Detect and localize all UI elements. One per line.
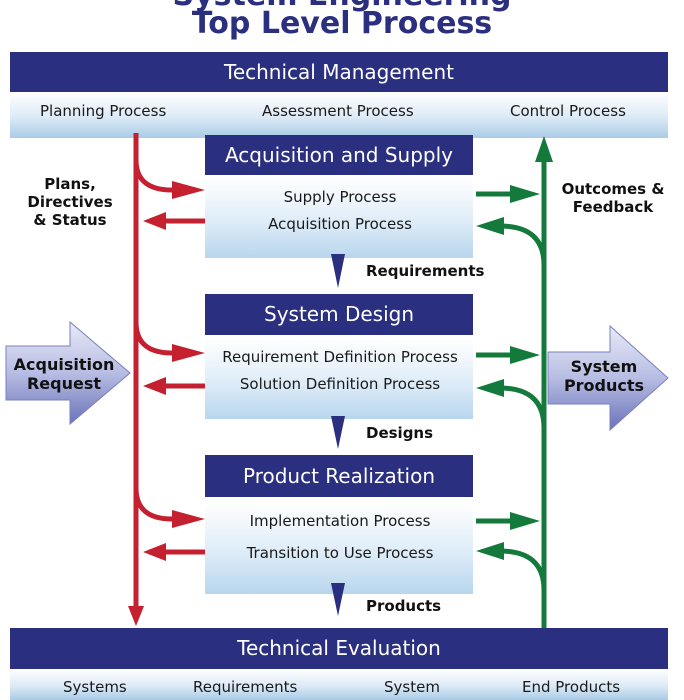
feedback-line: Feedback <box>572 198 654 216</box>
red-control-line <box>133 133 205 608</box>
evaluation-system-label: System <box>384 678 440 696</box>
plans-line: Plans, <box>44 175 96 193</box>
technical-management-label: Technical Management <box>224 60 454 84</box>
supply-process-label: Supply Process <box>283 188 397 206</box>
directives-line: Directives <box>27 193 113 211</box>
acquisition-process-label: Acquisition Process <box>268 215 412 233</box>
products-line: Products <box>563 376 645 395</box>
product-realization-label: Product Realization <box>242 464 436 488</box>
planning-process-label: Planning Process <box>40 102 167 120</box>
transition-to-use-process-label: Transition to Use Process <box>246 544 434 562</box>
assessment-process-label: Assessment Process <box>262 102 414 120</box>
title-line-1: System Engineering <box>0 0 684 13</box>
product-realization-header: Product Realization <box>205 455 473 497</box>
designs-output-label: Designs <box>366 424 434 442</box>
requirements-output-label: Requirements <box>366 262 485 280</box>
technical-evaluation-bar: Technical Evaluation <box>10 628 668 669</box>
solution-definition-process-label: Solution Definition Process <box>239 375 441 393</box>
system-design-box: Requirement Definition Process Solution … <box>205 339 473 419</box>
evaluation-requirements-label: Requirements <box>193 678 298 696</box>
technical-management-bar: Technical Management <box>10 52 668 92</box>
request-line: Request <box>26 374 102 393</box>
outcomes-feedback-label: Outcomes & Feedback <box>552 180 674 216</box>
system-products-arrow <box>547 324 669 432</box>
technical-evaluation-label: Technical Evaluation <box>237 636 441 660</box>
technical-evaluation-band <box>10 669 668 700</box>
system-design-header: System Design <box>205 294 473 335</box>
technical-management-band <box>10 92 668 138</box>
evaluation-end-products-label: End Products <box>522 678 621 696</box>
stage-pointers <box>331 254 345 616</box>
acquisition-line: Acquisition <box>13 355 115 374</box>
evaluation-systems-label: Systems <box>63 678 127 696</box>
plans-directives-status-label: Plans, Directives & Status <box>22 175 118 229</box>
acquisition-and-supply-header: Acquisition and Supply <box>205 135 473 175</box>
acquisition-request-label: Acquisition Request <box>8 355 120 393</box>
requirement-definition-process-label: Requirement Definition Process <box>222 348 458 366</box>
system-design-label: System Design <box>264 302 414 326</box>
acquisition-and-supply-box: Supply Process Acquisition Process <box>205 178 473 258</box>
product-realization-box: Implementation Process Transition to Use… <box>205 502 473 594</box>
status-line: & Status <box>33 211 107 229</box>
implementation-process-label: Implementation Process <box>249 512 431 530</box>
acquisition-request-arrow <box>5 320 131 426</box>
system-line: System <box>570 357 638 376</box>
green-feedback-line <box>476 160 547 628</box>
acquisition-and-supply-label: Acquisition and Supply <box>224 143 454 167</box>
system-products-label: System Products <box>548 357 660 395</box>
page-title: Top Level Process <box>191 6 493 41</box>
green-arrowheads <box>476 136 553 560</box>
red-arrowheads <box>128 181 205 626</box>
control-process-label: Control Process <box>510 102 626 120</box>
products-output-label: Products <box>366 597 442 615</box>
outcomes-line: Outcomes & <box>561 180 665 198</box>
